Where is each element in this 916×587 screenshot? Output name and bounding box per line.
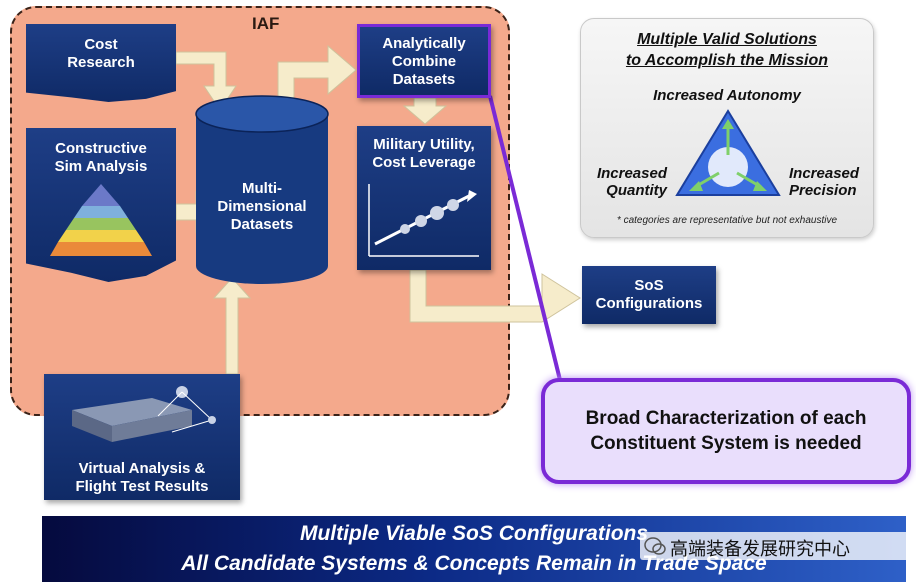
categories-note: * categories are representative but not …: [616, 215, 838, 226]
banner-line1: Multiple Viable SoS Configurations: [299, 522, 649, 545]
arrow-virtual-to-datasets: [212, 277, 252, 375]
label-increased-autonomy: Increased Autonomy: [653, 87, 801, 104]
trend-chart-icon: [368, 184, 479, 257]
solutions-title-line1: Multiple Valid Solutions: [637, 31, 817, 48]
arrow-combine-to-military: [402, 97, 448, 125]
arrow-cost-to-datasets: [175, 51, 237, 111]
watermark: 高端装备发展研究中心: [640, 532, 910, 560]
watermark-text: 高端装备发展研究中心: [670, 539, 850, 560]
arrow-datasets-to-combine: [277, 44, 357, 113]
solutions-title-line2: to Accomplish the Mission: [625, 52, 829, 69]
pyramid-icon: [50, 184, 152, 256]
callout-connector: [488, 95, 562, 381]
cylinder-datasets: [195, 95, 329, 284]
solutions-panel: Multiple Valid Solutions to Accomplish t…: [580, 18, 874, 238]
triangle-icon: [675, 109, 781, 196]
wechat-icon: [644, 537, 666, 555]
arrow-military-to-sos: [409, 269, 581, 323]
banner-line2: All Candidate Systems & Concepts Remain …: [181, 552, 767, 575]
datasets-label: Multi- Dimensional Datasets: [217, 180, 307, 233]
virtual-analysis-box: Virtual Analysis &Flight Test Results: [44, 374, 240, 500]
simulation-facility-icon: [72, 386, 216, 442]
military-utility-box: Military Utility,Cost Leverage: [357, 126, 491, 270]
iaf-label: IAF: [252, 14, 280, 33]
